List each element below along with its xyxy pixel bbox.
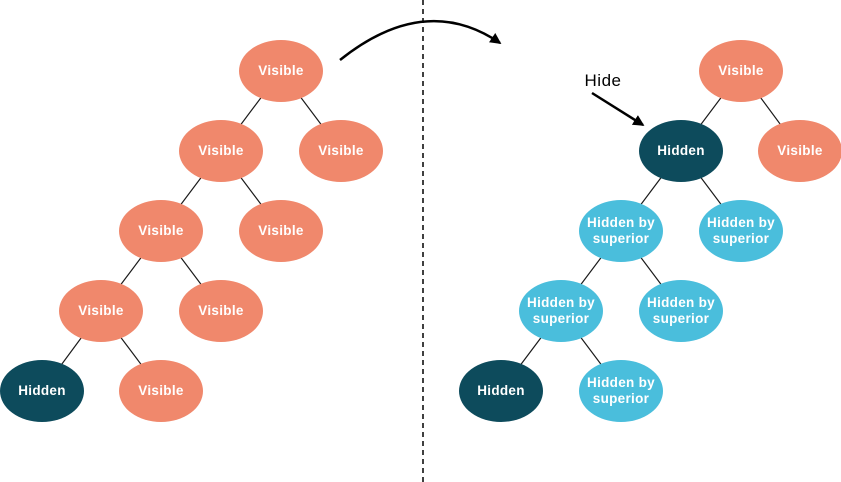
tree-node-hidden-by-superior: Hidden by superior	[639, 280, 723, 342]
tree-node-label: Hidden	[477, 382, 525, 398]
tree-node-visible: Visible	[179, 280, 263, 342]
tree-node-label: Visible	[258, 62, 304, 78]
tree-node-hidden: Hidden	[459, 360, 543, 422]
tree-node-visible: Visible	[59, 280, 143, 342]
tree-node-visible: Visible	[299, 120, 383, 182]
tree-node-label: Visible	[258, 222, 304, 238]
tree-node-label: Visible	[718, 62, 764, 78]
hide-label: Hide	[584, 71, 622, 90]
tree-node-label: Hidden by superior	[707, 214, 775, 246]
tree-node-label: Visible	[78, 302, 124, 318]
tree-node-hidden: Hidden	[0, 360, 84, 422]
tree-node-label: Hidden	[657, 142, 705, 158]
tree-node-label: Visible	[198, 302, 244, 318]
tree-node-label: Visible	[777, 142, 823, 158]
tree-node-label: Visible	[318, 142, 364, 158]
tree-node-label: Hidden	[18, 382, 66, 398]
tree-node-label: Visible	[198, 142, 244, 158]
tree-node-hidden-by-superior: Hidden by superior	[519, 280, 603, 342]
hide-arrow	[591, 91, 645, 127]
tree-node-label: Hidden by superior	[527, 294, 595, 326]
tree-node-visible: Visible	[119, 360, 203, 422]
tree-node-label: Hidden by superior	[587, 214, 655, 246]
tree-node-visible: Visible	[179, 120, 263, 182]
tree-node-visible: Visible	[699, 40, 783, 102]
tree-node-hidden-by-superior: Hidden by superior	[699, 200, 783, 262]
tree-node-visible: Visible	[239, 40, 323, 102]
tree-node-hidden-by-superior: Hidden by superior	[579, 360, 663, 422]
tree-node-label: Hidden by superior	[587, 374, 655, 406]
tree-node-visible: Visible	[758, 120, 841, 182]
tree-node-visible: Visible	[119, 200, 203, 262]
tree-node-label: Hidden by superior	[647, 294, 715, 326]
tree-node-visible: Visible	[239, 200, 323, 262]
tree-node-hidden: Hidden	[639, 120, 723, 182]
tree-node-label: Visible	[138, 222, 184, 238]
transform-arrow	[339, 19, 502, 61]
tree-node-hidden-by-superior: Hidden by superior	[579, 200, 663, 262]
tree-node-label: Visible	[138, 382, 184, 398]
